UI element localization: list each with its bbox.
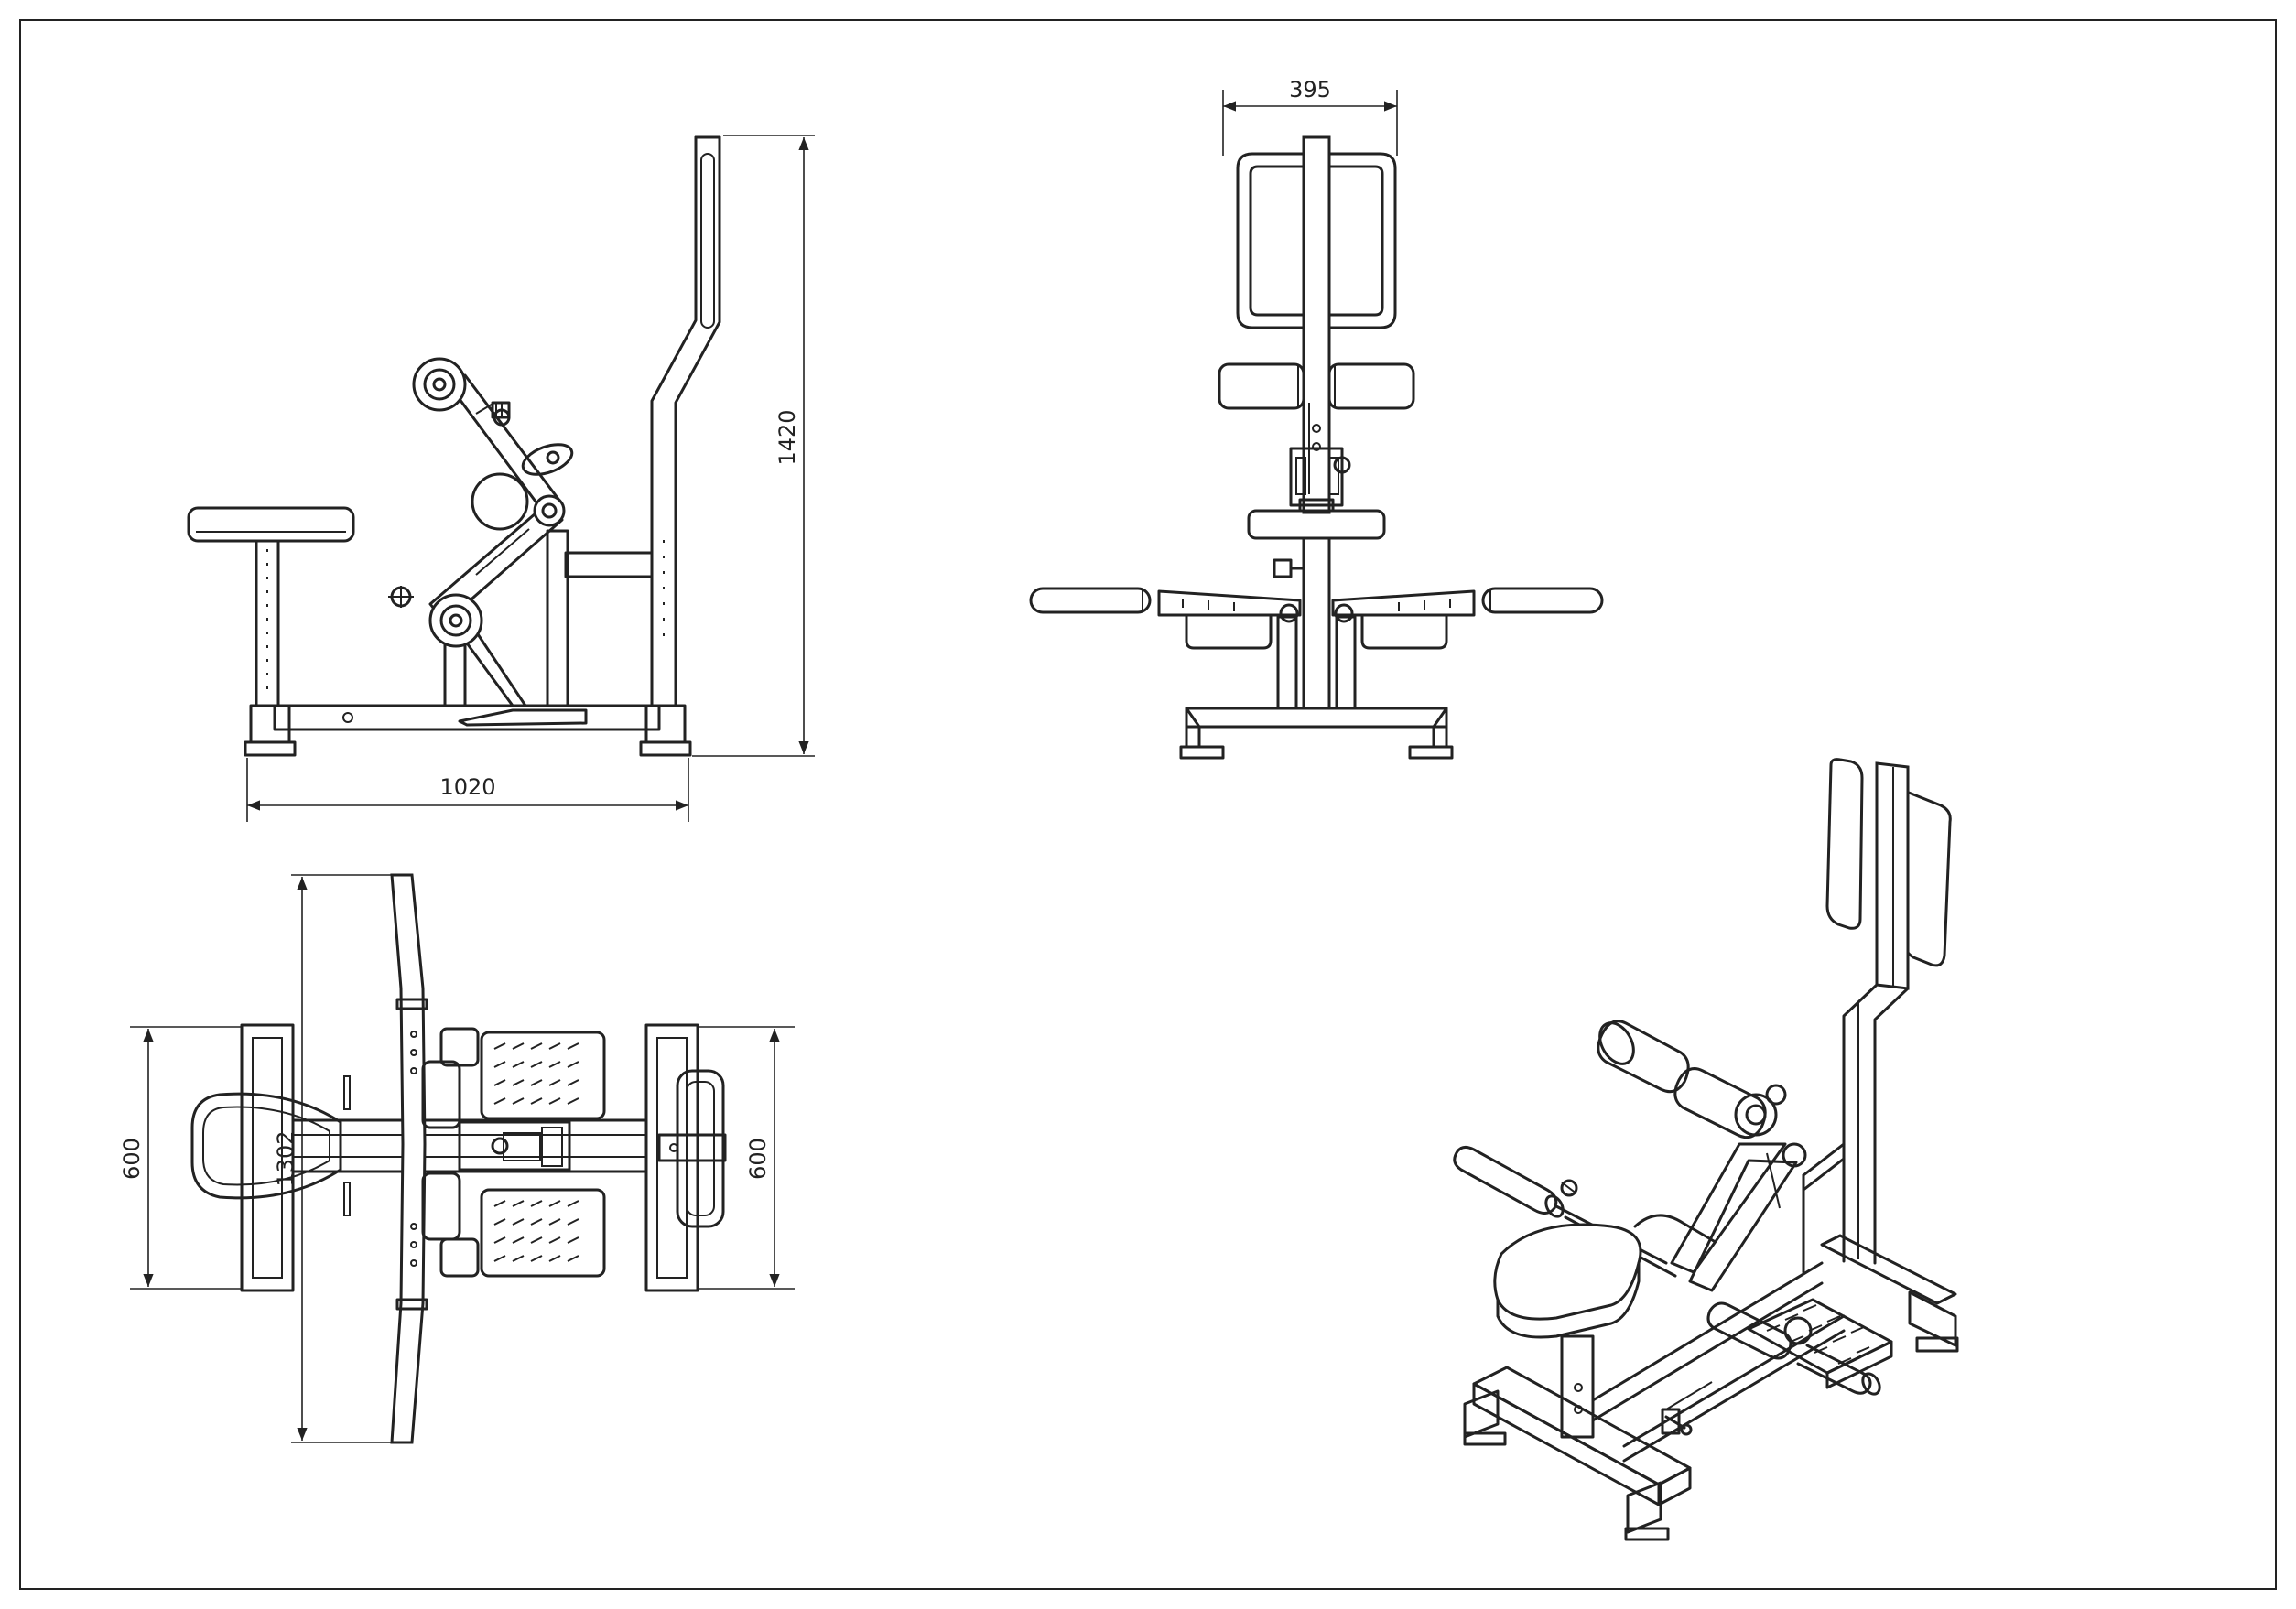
top-length-dimension: 1302 [273,874,392,1443]
front-mechanism [1289,447,1344,507]
top-left-depth-dimension: 600 [119,1026,242,1290]
iso-footplate [1747,1298,1893,1389]
front-base [1185,707,1448,729]
top-upper-roller [421,1060,461,1129]
side-pivot-plate [471,472,529,531]
side-front-foot [249,704,291,744]
top-main-rail [291,1118,648,1173]
front-left-roller [1218,362,1305,410]
side-back-slot [700,153,715,329]
front-left-footplate [1185,613,1273,650]
front-seat [1247,509,1386,540]
iso-seat-top [1493,1223,1642,1321]
top-length-label: 1302 [273,1130,298,1186]
iso-rear-foot [1908,1290,1957,1347]
side-rear-foot [644,704,687,744]
front-left-handle [1029,587,1302,617]
front-right-roller [1327,362,1415,410]
side-adjust-knob-bottom [388,586,414,608]
front-width-label: 395 [1289,77,1331,103]
side-base-rail [273,704,661,731]
side-width-label: 1020 [439,774,495,800]
front-center-column [1302,135,1331,514]
top-handle-bar [390,873,427,1444]
isometric-view [1453,758,1959,1541]
iso-lever-arm [1670,1142,1787,1274]
front-width-dimension: 395 [1222,77,1398,156]
side-top-roller-pad [412,357,467,412]
front-right-footplate [1360,613,1448,650]
iso-long-rail [1591,1261,1824,1402]
side-pivot-bushing [533,494,566,527]
side-height-dimension: 1420 [692,135,815,757]
side-upper-arm [447,373,562,514]
top-lower-footplate [480,1188,606,1278]
top-lower-roller [421,1172,461,1241]
side-adjust-knob-top [491,401,511,419]
side-footplate [458,708,588,727]
side-inner-post [546,529,569,707]
iso-upper-rollers [1597,1020,1787,1139]
side-height-label: 1420 [774,409,800,465]
top-view: 1302 600 600 [119,873,795,1444]
front-back-pad-frame [1236,152,1397,329]
front-view: 395 [1029,77,1604,760]
front-right-handle [1331,587,1604,617]
iso-front-foot-right [1626,1481,1662,1534]
top-mechanism [458,1120,571,1172]
top-left-depth-label: 600 [119,1138,145,1180]
side-width-dimension: 1020 [246,758,689,822]
front-knob [1273,558,1293,578]
iso-seat-side [1496,1261,1641,1339]
side-view: 1020 1420 [187,135,815,822]
iso-front-foot-left [1463,1389,1500,1439]
iso-back-pad-right [1902,789,1952,967]
iso-back-pad-left [1825,758,1864,930]
top-right-base-block [644,1023,699,1292]
top-right-depth-label: 600 [745,1138,771,1180]
iso-seat-post [1560,1334,1595,1439]
top-upper-footplate [480,1031,606,1120]
sheet-border [19,19,2277,1590]
side-seat-pad [187,506,355,543]
top-back-pad [676,1069,725,1228]
side-bottom-roller-pad [428,593,483,648]
top-right-depth-dimension: 600 [698,1026,795,1290]
